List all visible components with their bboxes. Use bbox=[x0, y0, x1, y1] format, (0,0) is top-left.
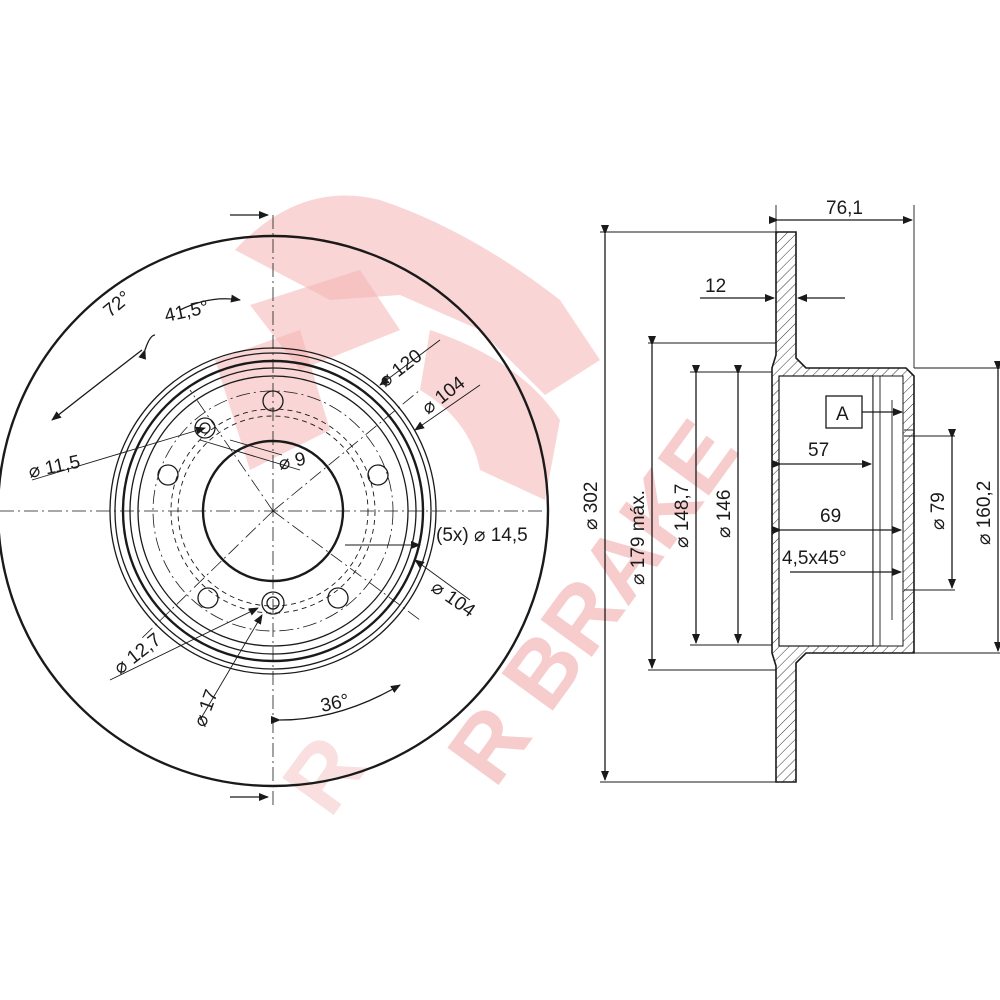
thickness-12-label: 12 bbox=[705, 276, 726, 297]
dia-104-bottom-label: ⌀ 104 bbox=[427, 577, 479, 622]
side-view: A 76,1 12 ⌀ 302 ⌀ 179 máx. ⌀ 148,7 ⌀ 146… bbox=[581, 198, 1000, 783]
dia-9-label: ⌀ 9 bbox=[277, 449, 308, 475]
angle-41-5-label: 41,5° bbox=[163, 297, 211, 327]
dia-11-5-label: ⌀ 11,5 bbox=[27, 451, 83, 482]
angle-36-label: 36° bbox=[319, 690, 351, 717]
holes-label: (5x) ⌀ 14,5 bbox=[436, 525, 528, 546]
dia-12-7-label: ⌀ 12,7 bbox=[110, 629, 165, 679]
dia-179-label: ⌀ 179 máx. bbox=[628, 490, 649, 585]
dia-120-label: ⌀ 120 bbox=[375, 346, 426, 392]
dia-148-7-label: ⌀ 148,7 bbox=[672, 484, 693, 548]
bolt-holes bbox=[157, 390, 389, 615]
brand-watermark-shadow: R bbox=[264, 718, 386, 832]
dia-302-label: ⌀ 302 bbox=[581, 482, 602, 530]
dia-79-label: ⌀ 79 bbox=[928, 492, 949, 530]
datum-a-label: A bbox=[836, 404, 849, 425]
brand-watermark-text: R BRAKE bbox=[429, 403, 758, 802]
dia-160-2-label: ⌀ 160,2 bbox=[974, 481, 995, 545]
height-69-label: 69 bbox=[820, 506, 841, 527]
width-76-1-label: 76,1 bbox=[826, 198, 863, 219]
dia-17-label: ⌀ 17 bbox=[190, 687, 223, 730]
height-57-label: 57 bbox=[808, 440, 829, 461]
dia-146-label: ⌀ 146 bbox=[714, 490, 735, 538]
chamfer-label: 4,5x45° bbox=[782, 548, 847, 569]
